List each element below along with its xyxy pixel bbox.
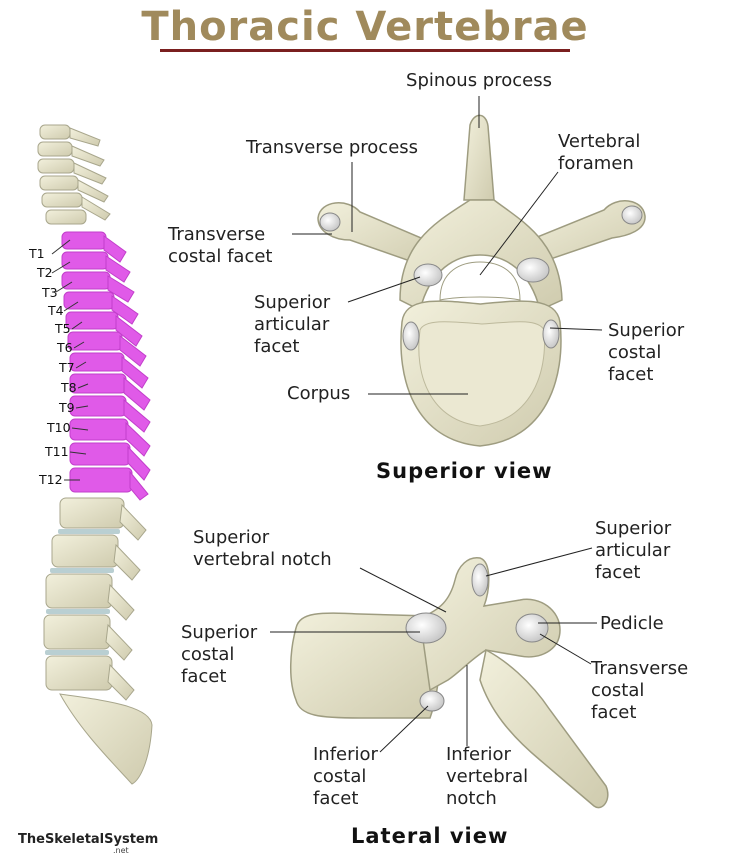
label-superior-articular-facet: Superior articular facet <box>254 292 331 357</box>
label-transverse-process: Transverse process <box>246 137 419 158</box>
leader-lines <box>270 96 603 753</box>
spinous-process-shape <box>463 114 495 201</box>
vertebral-foramen-shape <box>439 261 521 301</box>
superior-view-vertebra <box>317 114 646 447</box>
label-t8: T8 <box>61 380 77 395</box>
label-t11: T11 <box>45 444 69 459</box>
label-t7: T7 <box>59 360 75 375</box>
label-t2: T2 <box>37 265 53 280</box>
label-lateral-superior-costal-facet: Superior costal facet <box>181 622 258 687</box>
spine-column <box>37 124 153 785</box>
label-inferior-vertebral-notch: Inferior vertebral notch <box>446 744 529 809</box>
label-t3: T3 <box>42 285 58 300</box>
label-superior-costal-facet: Superior costal facet <box>608 320 685 385</box>
sacrum <box>59 693 153 785</box>
lateral-view-title: Lateral view <box>351 824 509 848</box>
corpus-surface <box>418 321 546 427</box>
label-t4: T4 <box>48 303 64 318</box>
label-t5: T5 <box>55 321 71 336</box>
site-credit: TheSkeletalSystem <box>18 832 159 847</box>
label-t1: T1 <box>29 246 45 261</box>
lateral-body-shape <box>289 612 441 719</box>
label-lateral-superior-articular-facet: Superior articular facet <box>595 518 672 583</box>
label-inferior-costal-facet: Inferior costal facet <box>313 744 378 809</box>
label-t9: T9 <box>59 400 75 415</box>
label-vertebral-foramen: Vertebral foramen <box>558 131 641 174</box>
lumbar-vertebrae <box>43 497 147 701</box>
label-t6: T6 <box>57 340 73 355</box>
superior-view-title: Superior view <box>376 459 553 483</box>
label-spinous-process: Spinous process <box>406 70 552 91</box>
label-transverse-costal-facet: Transverse costal facet <box>168 224 273 267</box>
t-label-leaders <box>51 239 89 481</box>
lateral-spinous-shape <box>479 648 609 809</box>
label-t10: T10 <box>47 420 71 435</box>
lateral-view-vertebra <box>289 557 609 809</box>
label-pedicle: Pedicle <box>600 613 664 634</box>
label-lateral-transverse-costal-facet: Transverse costal facet <box>591 658 689 723</box>
site-credit-suffix: .net <box>113 846 129 855</box>
intervertebral-discs <box>45 529 120 655</box>
vertebral-arch <box>399 199 563 312</box>
label-superior-vertebral-notch: Superior vertebral notch <box>193 527 332 570</box>
label-corpus: Corpus <box>287 383 351 404</box>
cervical-vertebrae <box>37 124 111 225</box>
thoracic-vertebrae <box>61 231 151 501</box>
title-underline <box>160 49 570 52</box>
page-title: Thoracic Vertebrae <box>141 4 589 50</box>
label-t12: T12 <box>39 472 63 487</box>
lateral-pedicle-shape <box>419 557 561 692</box>
